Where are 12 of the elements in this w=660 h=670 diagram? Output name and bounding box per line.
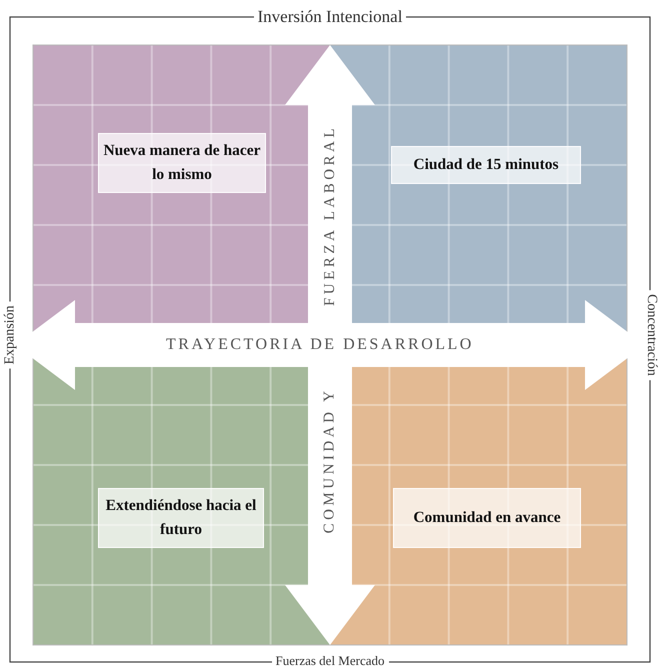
quadrant-label: Ciudad de 15 minutos: [413, 154, 559, 175]
quadrant-label: Nueva manera de hacer lo mismo: [102, 140, 262, 185]
quadrant-label: Comunidad en avance: [413, 508, 561, 528]
quadrant-label-box: [98, 488, 264, 548]
axis-label: Expansión: [2, 301, 18, 369]
arrow-label: FUERZA LABORAL: [322, 124, 339, 306]
quadrant-label: Extendiéndose hacia el futuro: [104, 496, 258, 540]
arrow-label: COMUNIDAD Y: [321, 387, 338, 533]
quadrant-label-box: [391, 146, 581, 184]
quadrant-label-box: [98, 133, 266, 193]
arrow-label: TRAYECTORIA DE DESARROLLO: [166, 336, 474, 354]
quadrant-label-box: [393, 488, 581, 548]
